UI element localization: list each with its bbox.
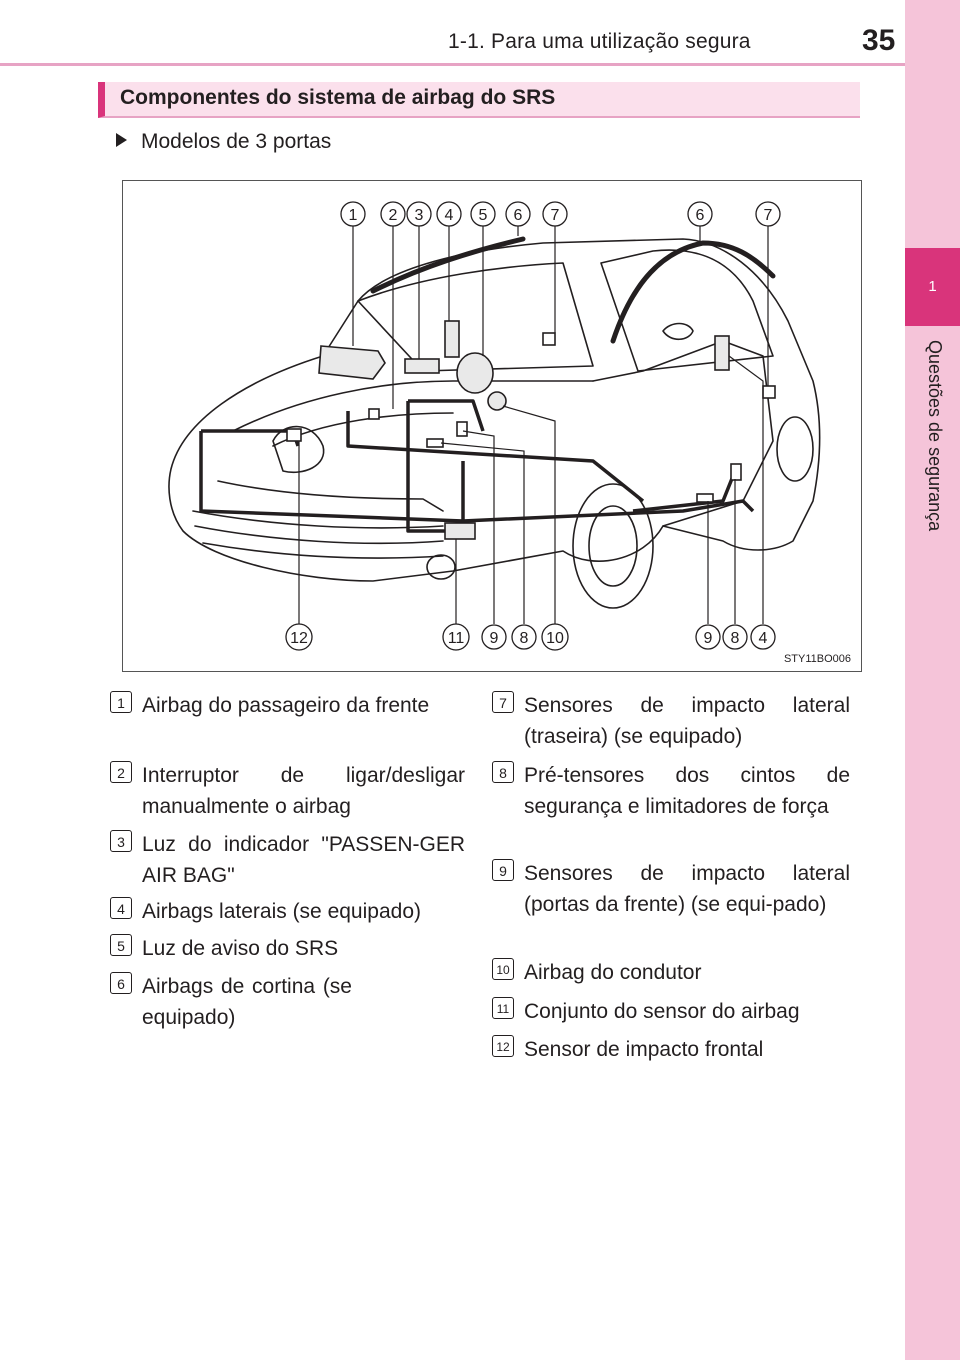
header-rule	[0, 63, 905, 66]
item-number: 9	[492, 859, 514, 881]
chapter-number-tab: 1	[905, 248, 960, 326]
item-text: Sensores de impacto lateral (traseira) (…	[524, 694, 850, 748]
item-text: Luz de aviso do SRS	[142, 937, 339, 960]
svg-text:8: 8	[731, 630, 740, 647]
svg-text:5: 5	[479, 207, 488, 224]
chapter-label: Questões de segurança	[925, 340, 945, 532]
item-text: Interruptor de ligar/desligar manualment…	[142, 764, 465, 818]
running-header: 1-1. Para uma utilização segura	[448, 30, 751, 53]
subheading: Modelos de 3 portas	[116, 130, 331, 154]
callout-bottom: 12	[285, 623, 313, 651]
svg-text:4: 4	[445, 207, 454, 224]
callout-top: 2	[380, 201, 406, 227]
svg-text:7: 7	[551, 207, 560, 224]
callout-bottom: 4	[750, 624, 776, 650]
callout-top: 7	[755, 201, 781, 227]
svg-text:12: 12	[290, 630, 308, 647]
section-heading: Componentes do sistema de airbag do SRS	[98, 82, 860, 118]
callout-top: 7	[542, 201, 568, 227]
svg-text:11: 11	[448, 630, 465, 647]
car-airbag-illustration: 1 2 3 4 5 6 7 6 7 12 11 9 8 10 9 8 4	[168, 201, 821, 651]
item-text: Airbags laterais (se equipado)	[142, 900, 421, 923]
section-heading-text: Componentes do sistema de airbag do SRS	[120, 86, 556, 109]
triangle-bullet-icon	[116, 133, 127, 147]
callout-top: 6	[505, 201, 531, 227]
item-number: 2	[110, 761, 132, 783]
item-text: Sensores de impacto lateral (portas da f…	[524, 862, 850, 916]
item-text: Airbag do condutor	[524, 961, 702, 984]
item-number: 12	[492, 1035, 514, 1057]
callout-bottom: 11	[442, 623, 470, 651]
item-number: 4	[110, 897, 132, 919]
callout-top: 3	[406, 201, 432, 227]
item-number: 11	[492, 997, 514, 1019]
callout-bottom: 9	[695, 624, 721, 650]
svg-text:2: 2	[389, 207, 398, 224]
item-text: Airbags de cortina (se equipado)	[142, 975, 352, 1029]
callout-bottom: 10	[541, 623, 569, 651]
svg-text:6: 6	[514, 207, 523, 224]
item-number: 7	[492, 691, 514, 713]
callout-top: 6	[687, 201, 713, 227]
airbag-diagram-figure: 1 2 3 4 5 6 7 6 7 12 11 9 8 10 9 8 4 STY…	[122, 180, 862, 672]
item-number: 1	[110, 691, 132, 713]
item-text: Pré-tensores dos cintos de segurança e l…	[524, 764, 850, 818]
item-text: Airbag do passageiro da frente	[142, 694, 430, 717]
svg-text:6: 6	[696, 207, 705, 224]
chapter-side-tab	[905, 0, 960, 1360]
item-number: 6	[110, 972, 132, 994]
item-text: Sensor de impacto frontal	[524, 1038, 764, 1061]
callout-top: 4	[436, 201, 462, 227]
subheading-text: Modelos de 3 portas	[141, 130, 332, 153]
svg-text:4: 4	[759, 630, 768, 647]
svg-text:10: 10	[546, 630, 564, 647]
page-number: 35	[862, 24, 896, 57]
svg-text:9: 9	[704, 630, 713, 647]
item-number: 3	[110, 830, 132, 852]
callout-bottom: 9	[481, 624, 507, 650]
callout-bottom: 8	[511, 624, 537, 650]
callout-top: 5	[470, 201, 496, 227]
item-number: 8	[492, 761, 514, 783]
callout-top: 1	[340, 201, 366, 227]
svg-text:8: 8	[520, 630, 529, 647]
item-text: Luz do indicador "PASSEN-GER AIR BAG"	[142, 833, 465, 887]
figure-code: STY11BO006	[783, 653, 851, 665]
item-text: Conjunto do sensor do airbag	[524, 1000, 800, 1023]
svg-text:7: 7	[764, 207, 773, 224]
callout-bottom: 8	[722, 624, 748, 650]
svg-text:1: 1	[349, 207, 358, 224]
svg-text:3: 3	[415, 207, 424, 224]
item-number: 5	[110, 934, 132, 956]
svg-text:9: 9	[490, 630, 499, 647]
item-number: 10	[492, 958, 514, 980]
